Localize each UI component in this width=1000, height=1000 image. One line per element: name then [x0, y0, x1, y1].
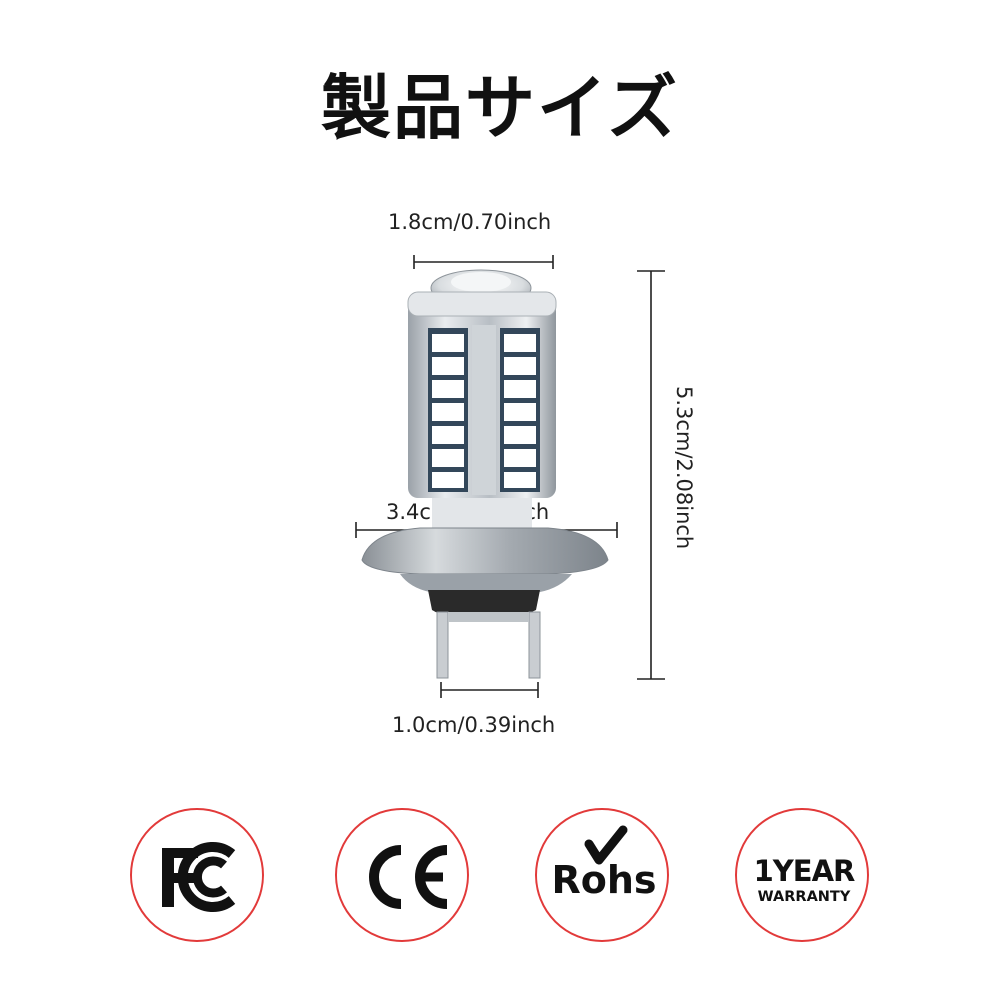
top-width-label: 1.8cm/0.70inch: [388, 210, 552, 234]
page-title: 製品サイズ: [321, 67, 679, 149]
pin-width-label: 1.0cm/0.39inch: [392, 713, 556, 737]
fc-logo-icon: [162, 842, 236, 912]
warranty-year-label: 1YEAR: [753, 854, 856, 888]
rohs-badge: Rohs: [535, 808, 669, 942]
checkmark-icon: [584, 825, 628, 865]
warranty-label: WARRANTY: [757, 889, 851, 905]
led-strip-left: [428, 328, 468, 492]
rohs-label: Rohs: [551, 858, 657, 902]
ce-badge: [335, 808, 469, 942]
fc-badge: [130, 808, 264, 942]
ce-logo-icon: [369, 845, 448, 909]
warranty-badge: 1YEAR WARRANTY: [735, 808, 869, 942]
led-strip-right: [500, 328, 540, 492]
